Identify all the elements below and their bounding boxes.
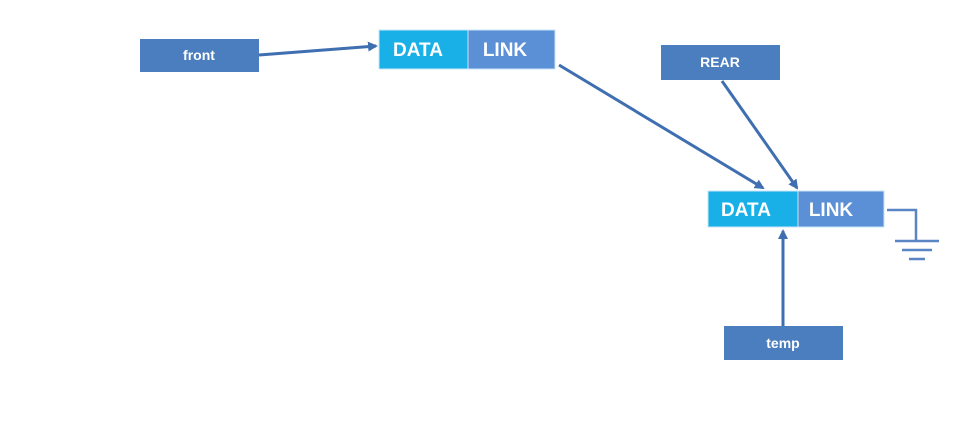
node-1-link-cell [467,29,556,70]
node-1-link-to-node-2-arrow [558,63,765,190]
rear-pointer: REAR [661,45,780,80]
node-2-link-label: LINK [809,200,854,221]
rear-pointer-box [661,45,780,80]
node-1: DATA LINK [378,29,556,70]
front-pointer-label: front [183,47,215,63]
node-1-data-cell [378,29,469,70]
node-2-data-label: DATA [721,200,771,221]
node-2-link-cell [797,190,885,228]
temp-pointer-label: temp [766,335,799,351]
node-1-link-label: LINK [483,40,528,61]
front-pointer: front [140,39,259,72]
rear-pointer-label: REAR [700,54,740,70]
front-pointer-box [140,39,259,72]
temp-pointer-box [724,326,843,360]
node-2: DATA LINK [707,190,885,228]
rear-to-node-2-arrow [720,80,799,190]
null-ground-icon [887,208,939,261]
front-to-node-1-arrow [258,41,378,57]
temp-pointer: temp [724,326,843,360]
node-1-data-label: DATA [393,40,443,61]
